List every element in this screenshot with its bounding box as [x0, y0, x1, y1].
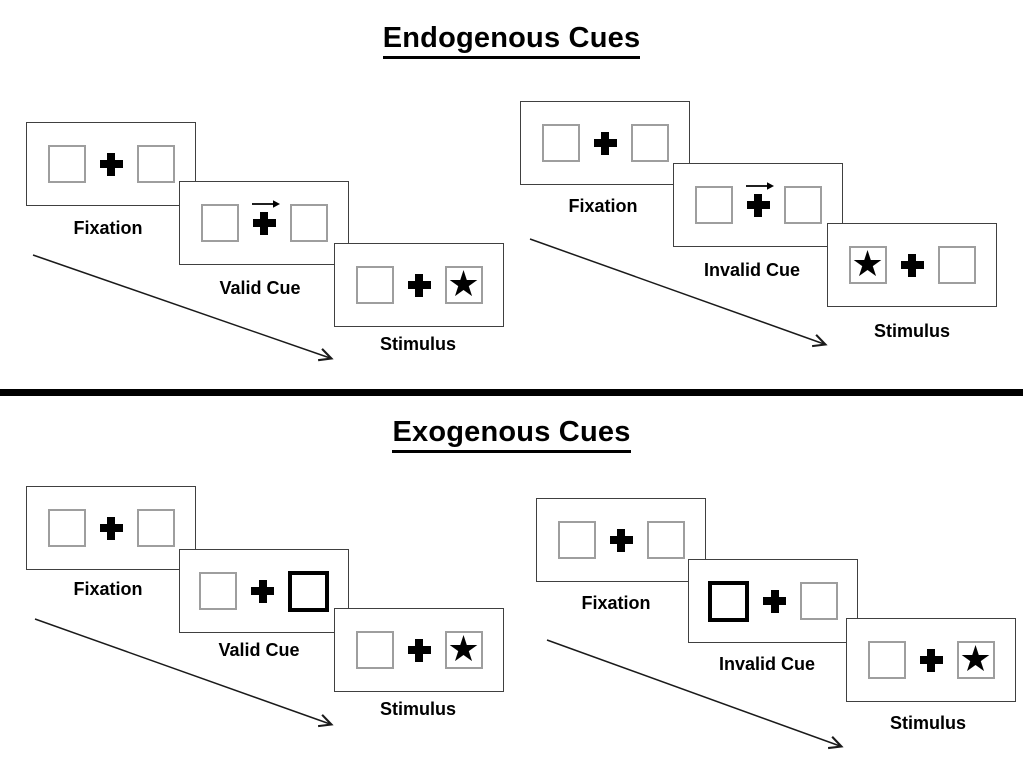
endogenous-valid-fixation-panel [26, 122, 196, 206]
section-title-exogenous: Exogenous Cues [0, 416, 1023, 453]
right-arrow-icon [251, 199, 280, 208]
section-divider [0, 389, 1023, 396]
right-box [630, 124, 669, 162]
frame-label: Invalid Cue [718, 654, 816, 674]
endogenous-valid-stimulus-panel: ★ [334, 243, 504, 327]
fixation-cross-icon [593, 131, 617, 155]
fixation-cross-icon [99, 516, 123, 540]
right-box [646, 521, 685, 559]
frame-label: Valid Cue [219, 278, 301, 298]
frame-label: Stimulus [873, 321, 950, 341]
exogenous-invalid-fixation-panel [536, 498, 706, 582]
exogenous-invalid-cue-panel [688, 559, 858, 643]
frame-label: Fixation [73, 579, 143, 599]
frame-label: Stimulus [379, 699, 456, 719]
frame-label: Invalid Cue [703, 260, 801, 280]
fixation-cross-icon [763, 589, 786, 613]
right-box [783, 186, 822, 224]
endogenous-invalid-cue-panel [673, 163, 843, 247]
section-title-endogenous: Endogenous Cues [0, 22, 1023, 59]
right-box: ★ [444, 628, 483, 669]
exogenous-valid-cue-panel [179, 549, 349, 633]
timeline-arrow [529, 238, 828, 348]
left-box [557, 521, 596, 559]
endogenous-valid-cue-panel [179, 181, 349, 265]
frame-label: Stimulus [379, 334, 456, 354]
frame-label: Fixation [581, 593, 651, 613]
frame-label: Stimulus [889, 713, 966, 733]
star-icon: ★ [447, 628, 480, 669]
section-title-text: Exogenous Cues [392, 416, 631, 453]
left-box [47, 145, 86, 183]
right-box [937, 246, 976, 284]
right-box [289, 204, 328, 242]
endogenous-invalid-fixation-panel [520, 101, 690, 185]
left-box [355, 631, 394, 669]
right-box: ★ [956, 638, 995, 679]
exogenous-invalid-stimulus-panel: ★ [846, 618, 1016, 702]
left-box [541, 124, 580, 162]
star-icon: ★ [959, 638, 992, 679]
timeline-arrow [32, 254, 334, 362]
fixation-cross-icon [919, 648, 943, 672]
frame-label: Valid Cue [218, 640, 300, 660]
right-box: ★ [444, 263, 483, 304]
fixation-cross-icon [407, 273, 431, 297]
fixation-cross-icon [407, 638, 431, 662]
fixation-cross-icon [251, 579, 274, 603]
section-title-text: Endogenous Cues [382, 22, 641, 59]
right-arrow-icon [745, 181, 774, 190]
frame-label: Fixation [73, 218, 143, 238]
fixation-cross-icon [251, 199, 280, 235]
fixation-cross-icon [745, 181, 774, 217]
left-box [867, 641, 906, 679]
left-box [694, 186, 733, 224]
right-box [136, 145, 175, 183]
exogenous-valid-fixation-panel [26, 486, 196, 570]
endogenous-invalid-stimulus-panel: ★ [827, 223, 997, 307]
fixation-cross-icon [900, 253, 924, 277]
cue-box [288, 570, 329, 612]
timeline-arrow [34, 618, 334, 728]
left-box [355, 266, 394, 304]
timeline-arrow [546, 639, 844, 750]
left-box [200, 204, 239, 242]
left-box: ★ [848, 243, 887, 284]
star-icon: ★ [851, 243, 884, 284]
fixation-cross-icon [609, 528, 633, 552]
star-icon: ★ [447, 263, 480, 304]
fixation-cross-icon [99, 152, 123, 176]
cue-box [708, 580, 749, 622]
left-box [199, 572, 237, 610]
right-box [800, 582, 838, 620]
exogenous-valid-stimulus-panel: ★ [334, 608, 504, 692]
left-box [47, 509, 86, 547]
frame-label: Fixation [568, 196, 638, 216]
right-box [136, 509, 175, 547]
